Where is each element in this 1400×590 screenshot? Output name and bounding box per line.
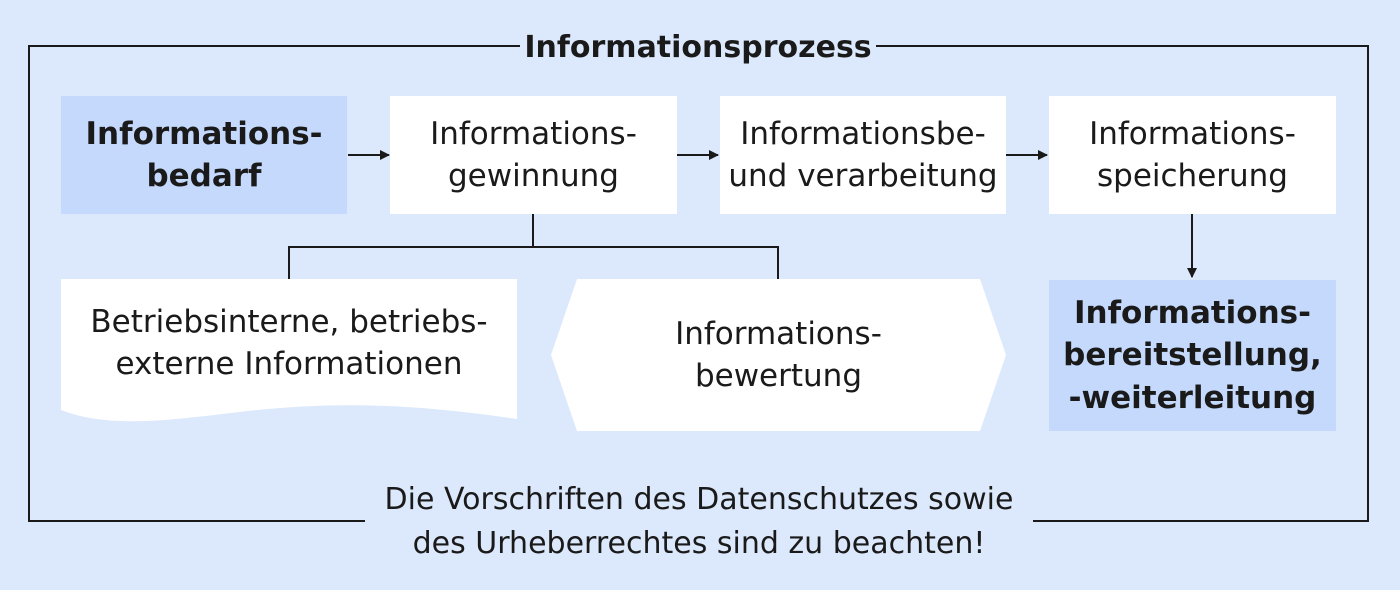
footer-note: Die Vorschriften des Datenschutzes sowie… [365,478,1033,570]
box-information-sources: Betriebsinterne, betriebs- externe Infor… [61,279,517,407]
box-informationsbereitstellung-label: Informations- bereitstellung, -weiterlei… [1063,295,1322,416]
box-informationsspeicherung-label: Informations- speicherung [1089,115,1296,194]
branch-connector [288,214,779,279]
box-informationsspeicherung: Informations- speicherung [1049,96,1336,214]
diagram-title-text: Informationsprozess [524,29,872,65]
box-informationsbereitstellung: Informations- bereitstellung, -weiterlei… [1049,280,1336,431]
diagram-title: Informationsprozess [520,24,876,70]
information-sources-shape [61,279,517,422]
box-informationsbedarf-label: Informations- bedarf [85,115,323,194]
information-evaluation-shape [551,279,1006,431]
box-informationsbedarf: Informations- bedarf [61,96,347,214]
box-informationsverarbeitung-label: Informationsbe- und verarbeitung [728,115,998,194]
box-informationsbewertung-label: Informations- bewertung [675,315,882,394]
box-informationsverarbeitung: Informationsbe- und verarbeitung [720,96,1006,214]
box-informationsgewinnung-label: Informations- gewinnung [430,115,637,194]
box-information-sources-label: Betriebsinterne, betriebs- externe Infor… [90,303,488,382]
box-informationsgewinnung: Informations- gewinnung [390,96,677,214]
box-informationsbewertung: Informations- bewertung [551,279,1006,431]
